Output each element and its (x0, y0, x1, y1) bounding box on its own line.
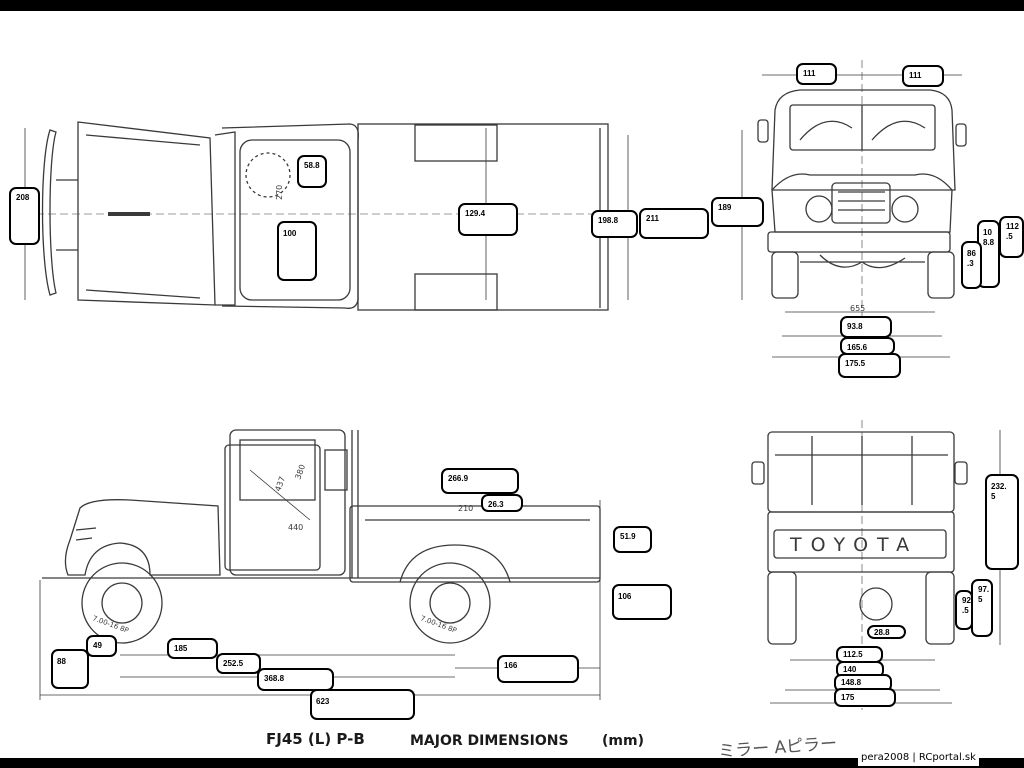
dim-label-208: 208 (9, 187, 40, 245)
dim-label-368-8: 368.8 (257, 668, 334, 691)
dim-label-175-5: 175.5 (838, 353, 901, 378)
sheet-side-id: Y 2072 (0, 712, 2, 751)
dim-label-106: 106 (612, 584, 672, 620)
dim-270-mark: 270 (275, 185, 284, 200)
credit-text: pera2008 | RCportal.sk (858, 752, 979, 766)
dim-label-100: 100 (277, 221, 317, 281)
dim-label-93-8: 93.8 (840, 316, 892, 338)
front-tire-size: 7.00-16 8P (91, 614, 129, 634)
dim-label-97-5: 97. 5 (971, 579, 993, 637)
dim-label-111-right: 111 (902, 65, 944, 87)
unit-caption: (mm) (602, 733, 644, 749)
bottom-border-bar (0, 758, 1024, 768)
dim-label-111-left: 111 (796, 63, 837, 85)
top-view: 270 (12, 121, 629, 311)
rear-view: TOYOTA (751, 420, 1001, 710)
front-view: 655 (741, 60, 967, 358)
dim-label-175: 175 (834, 688, 896, 707)
dim-210-mark: 210 (458, 504, 473, 513)
dim-label-88: 88 (51, 649, 89, 689)
dim-label-129-4: 129.4 (458, 203, 518, 236)
rear-plate-text: TOYOTA (789, 534, 918, 556)
dim-label-232-5: 232. 5 (985, 474, 1019, 570)
dim-label-112-5: 112 .5 (999, 216, 1024, 258)
dim-380b-mark: 380 (293, 463, 307, 480)
dim-label-92-5: 92 .5 (955, 590, 973, 630)
model-caption: FJ45 (L) P-B (266, 730, 365, 748)
dim-label-86-3: 86 .3 (961, 241, 982, 289)
dim-440-mark: 440 (288, 523, 303, 532)
rear-tire-size: 7.00-16 8P (419, 614, 457, 634)
dim-label-623: 623 (310, 689, 415, 720)
dim-label-198-8: 198.8 (591, 210, 638, 238)
dim-label-185: 185 (167, 638, 218, 659)
heading-caption: MAJOR DIMENSIONS (410, 733, 569, 749)
dim-label-58-8: 58.8 (297, 155, 327, 188)
dim-label-51-9: 51.9 (613, 526, 652, 553)
dim-437-mark: 437 (273, 475, 287, 492)
dim-label-189: 189 (711, 197, 764, 227)
dim-label-266-9: 266.9 (441, 468, 519, 494)
dim-label-49: 49 (86, 635, 117, 657)
dim-655-mark: 655 (850, 304, 865, 313)
dim-label-166: 166 (497, 655, 579, 683)
dim-label-252-5: 252.5 (216, 653, 261, 674)
top-border-bar (0, 0, 1024, 11)
dim-label-28-8: 28.8 (867, 625, 906, 639)
dim-label-26-3: 26.3 (481, 494, 523, 512)
dim-label-211: 211 (639, 208, 709, 239)
